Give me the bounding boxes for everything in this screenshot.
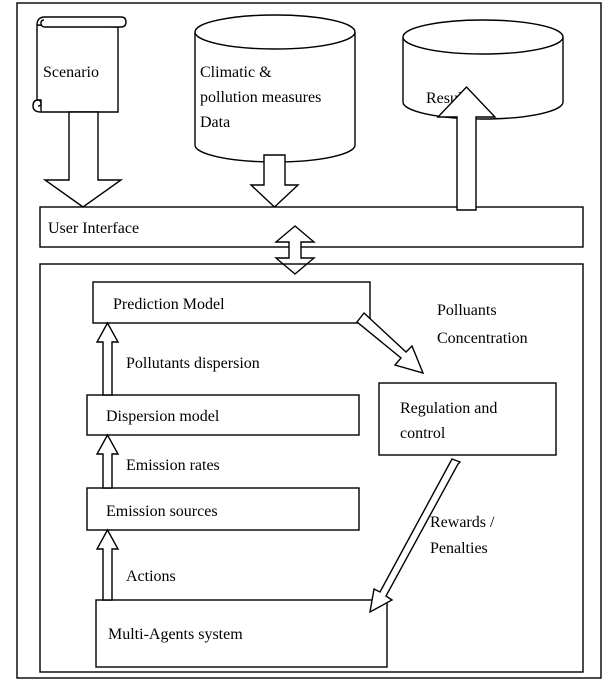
regulation-line1: Regulation and	[400, 400, 497, 417]
emission-sources-box	[86, 487, 360, 531]
emission-rates-label: Emission rates	[126, 457, 220, 474]
multi-agents-box	[95, 599, 388, 668]
regulation-line2: control	[400, 425, 446, 442]
pollutants-dispersion-label: Pollutants dispersion	[126, 355, 260, 372]
rewards-label-2: Penalties	[430, 540, 488, 557]
emission-sources-label: Emission sources	[106, 503, 218, 520]
emission-up-arrow	[95, 433, 120, 489]
climatic-data-cylinder: Climatic & pollution measures Data	[194, 14, 356, 163]
results-arrow	[436, 85, 497, 211]
rewards-label-1: Rewards /	[430, 514, 495, 531]
user-interface-box	[39, 206, 584, 248]
scenario-label: Scenario	[43, 64, 99, 81]
dispersion-model-box	[86, 394, 360, 436]
dispersion-up-arrow	[95, 321, 120, 396]
dispersion-model-label: Dispersion model	[106, 408, 220, 425]
multi-agents-label: Multi-Agents system	[108, 626, 243, 643]
concentration-label-2: Concentration	[437, 330, 528, 347]
system-frame	[39, 263, 584, 673]
prediction-model-label: Prediction Model	[113, 296, 225, 313]
scenario-scroll: Scenario	[32, 16, 127, 113]
results-cylinder: Results	[402, 19, 564, 120]
actions-label: Actions	[126, 568, 176, 585]
actions-up-arrow	[95, 528, 120, 601]
outer-frame	[16, 2, 602, 679]
climatic-data-line3: Data	[200, 114, 230, 131]
prediction-model-box	[92, 281, 371, 324]
concentration-arrow	[356, 311, 425, 375]
climatic-data-line1: Climatic &	[200, 64, 272, 81]
concentration-label-1: Polluants	[437, 302, 497, 319]
climatic-data-line2: pollution measures	[200, 89, 321, 106]
regulation-box	[378, 382, 557, 456]
scenario-arrow	[42, 111, 124, 208]
data-arrow	[249, 154, 300, 208]
bidirectional-arrow	[274, 225, 316, 275]
rewards-arrow	[369, 458, 462, 614]
user-interface-label: User Interface	[48, 220, 139, 237]
